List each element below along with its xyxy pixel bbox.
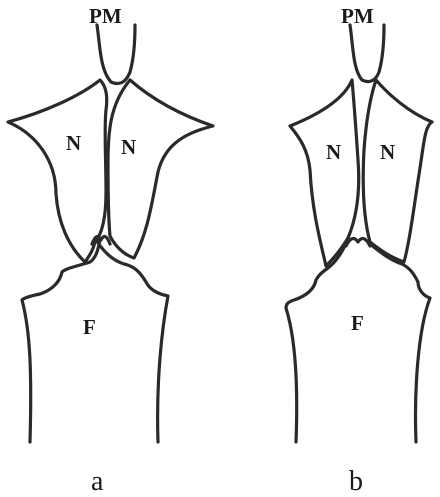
label-nasal-right-a: N <box>121 135 136 159</box>
frontal-outline-b <box>286 238 430 442</box>
label-nasal-left-b: N <box>326 140 341 164</box>
label-nasal-right-b: N <box>380 140 395 164</box>
label-frontal-a: F <box>83 315 96 339</box>
panel-label-a: a <box>91 466 104 497</box>
label-nasal-left-a: N <box>66 131 81 155</box>
nasal-right-outline-a <box>108 80 213 258</box>
label-frontal-b: F <box>351 311 364 335</box>
premaxilla-outline-a <box>97 25 135 84</box>
suture-notch-b <box>346 239 370 246</box>
panel-b: PM N N F b <box>286 4 432 497</box>
nasal-left-outline-a <box>8 80 107 262</box>
panel-label-b: b <box>349 466 363 497</box>
premaxilla-outline-b <box>350 25 384 82</box>
frontal-outline-a <box>22 240 168 442</box>
nasal-right-outline-b <box>363 80 432 262</box>
label-pm-a: PM <box>89 4 122 28</box>
panel-a: PM N N F a <box>8 4 213 497</box>
label-pm-b: PM <box>341 4 374 28</box>
